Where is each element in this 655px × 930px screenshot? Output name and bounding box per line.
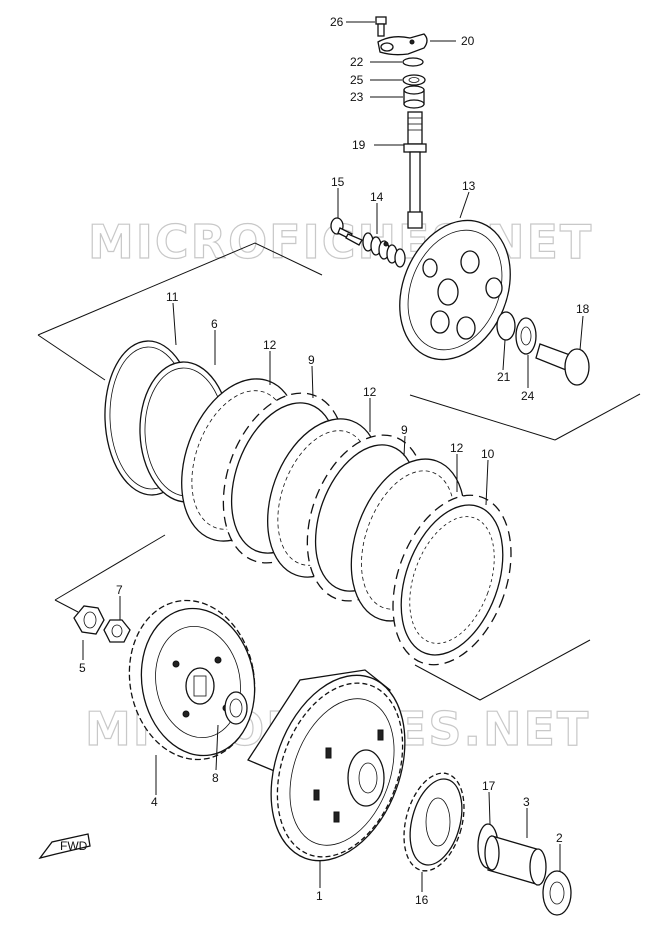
fwd-label: FWD — [60, 839, 88, 853]
part-18-release-pin — [535, 343, 590, 386]
callout-4: 4 — [151, 795, 158, 809]
part-13-pressure-plate — [383, 219, 511, 361]
callout-25: 25 — [350, 73, 364, 87]
callout-22: 22 — [350, 55, 364, 69]
part-14-clutch-spring — [362, 232, 406, 268]
part-10-drive-plate — [392, 494, 512, 666]
callout-labels: 26 20 22 25 23 19 15 14 13 18 21 24 11 6… — [79, 15, 590, 907]
leader-lines — [82, 21, 584, 892]
part-2-washer — [542, 870, 572, 916]
part-23-bearing — [403, 85, 425, 109]
part-5-nut — [73, 605, 105, 635]
callout-13: 13 — [462, 179, 476, 193]
part-26-bolt — [375, 16, 387, 37]
part-21-washer — [496, 311, 516, 341]
part-24-thrust-bearing — [515, 317, 537, 355]
fwd-arrow-icon: FWD — [38, 833, 91, 860]
callout-19: 19 — [352, 138, 366, 152]
callout-21: 21 — [497, 370, 511, 384]
part-25-oil-seal — [402, 74, 426, 86]
assembly-outline-upper — [37, 242, 641, 441]
callout-16: 16 — [415, 893, 429, 907]
callout-26: 26 — [330, 15, 344, 29]
callout-7: 7 — [116, 583, 123, 597]
part-4-sleeve-hub — [128, 599, 256, 761]
callout-12-c: 12 — [450, 441, 464, 455]
callout-1: 1 — [316, 889, 323, 903]
callout-24: 24 — [521, 389, 535, 403]
part-1-primary-driven-gear — [247, 669, 406, 862]
assembly-outline-lower — [54, 534, 591, 701]
part-16-gear — [403, 772, 465, 872]
callout-12-b: 12 — [363, 385, 377, 399]
callout-6: 6 — [211, 317, 218, 331]
callout-17: 17 — [482, 779, 496, 793]
callout-10: 10 — [481, 447, 495, 461]
part-22-washer — [402, 57, 424, 67]
part-8-thrust-washer — [224, 691, 248, 725]
part-20-release-arm — [377, 33, 428, 56]
part-3-spacer — [484, 835, 547, 886]
callout-8: 8 — [212, 771, 219, 785]
callout-5: 5 — [79, 661, 86, 675]
callout-14: 14 — [370, 190, 384, 204]
callout-15: 15 — [331, 175, 345, 189]
callout-23: 23 — [350, 90, 364, 104]
callout-18: 18 — [576, 302, 590, 316]
callout-9-a: 9 — [308, 353, 315, 367]
callout-11: 11 — [166, 290, 179, 304]
callout-20: 20 — [461, 34, 475, 48]
part-19-push-rod-shaft — [403, 111, 427, 229]
part-7-lock-washer — [103, 619, 131, 643]
callout-9-b: 9 — [401, 423, 408, 437]
callout-2: 2 — [556, 831, 563, 845]
callout-12-a: 12 — [263, 338, 277, 352]
callout-3: 3 — [523, 795, 530, 809]
part-15-bolt — [330, 217, 363, 246]
